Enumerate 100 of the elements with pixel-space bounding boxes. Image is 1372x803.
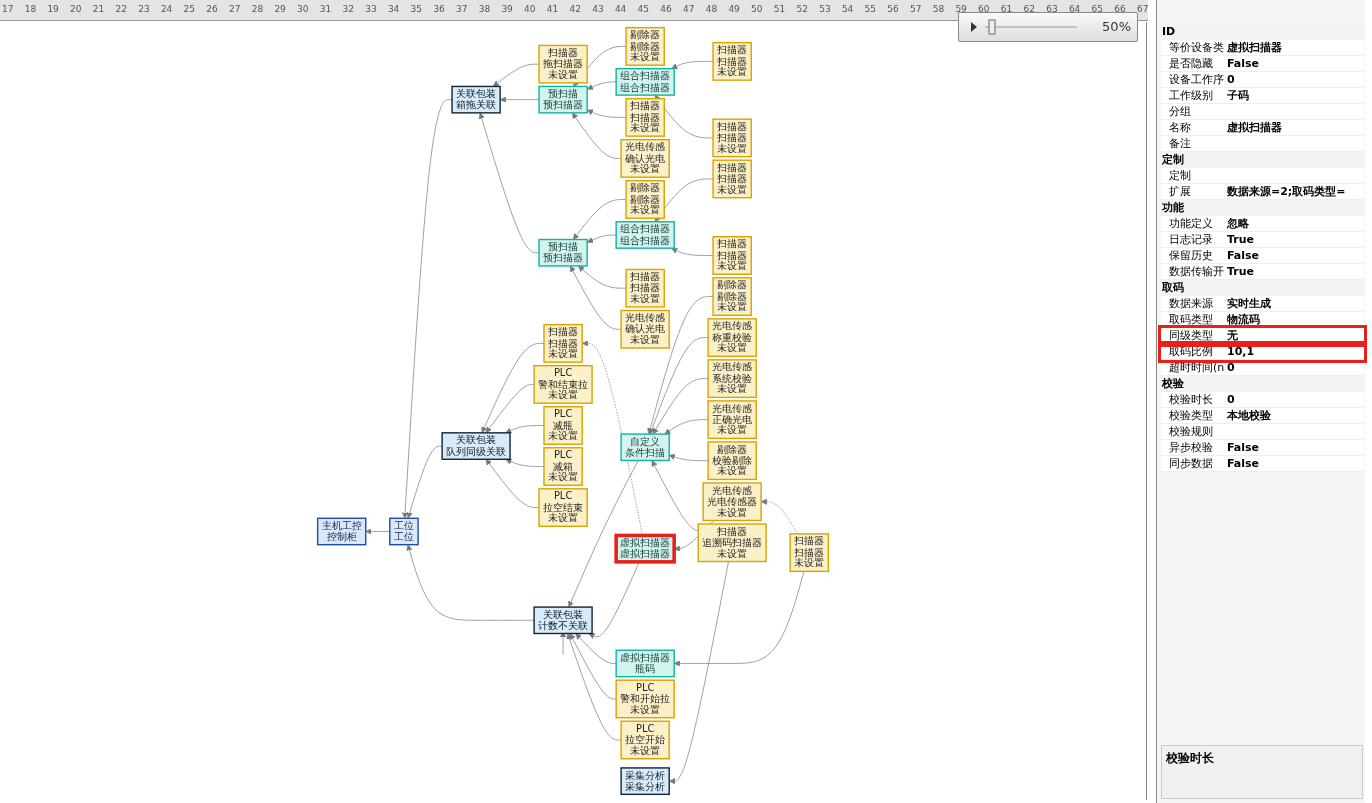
ruler-number: 19 [47,4,59,14]
node-box: 扫描器 扫描器 未设置 [789,533,830,573]
node-box: 光电传感 确认光电 未设置 [620,309,670,349]
property-name: 名称 [1161,119,1226,136]
ruler-number: 18 [24,4,37,14]
node-box: PLC 减瓶 未设置 [543,406,583,445]
property-name: 功能定义 [1161,215,1226,232]
node-box: PLC 警和开始拉 未设置 [615,679,675,719]
property-name: 异步校验 [1161,439,1226,456]
ruler-number: 51 [773,4,786,14]
property-name: 校验类型 [1161,407,1226,424]
ruler-number: 35 [410,4,423,14]
node-box: 组合扫描器 组合扫描器 [615,221,675,249]
ruler-number: 33 [365,4,377,14]
property-value: 物流码 [1226,311,1364,328]
property-value: False [1226,455,1364,472]
property-value: 虚拟扫描器 [1226,39,1364,56]
ruler-number: 17 [2,4,14,14]
node-box: PLC 拉空结束 未设置 [538,488,588,527]
property-name: 等价设备类 [1161,39,1226,56]
node-box: 自定义 条件扫描 [620,433,670,462]
ruler-number: 28 [251,4,264,14]
node-box: 关联包装 箱拖关联 [451,85,501,114]
property-value: 0 [1226,359,1364,376]
node-box: 扫描器 扫描器 未设置 [625,97,665,137]
property-value: False [1226,55,1364,72]
node-box: 采集分析 采集分析 [620,767,670,796]
ruler-number: 53 [819,4,831,14]
property-value: True [1226,263,1364,280]
ruler-number: 63 [1046,4,1058,14]
node-box: 剔除器 剔除器 未设置 [712,277,752,316]
property-value: 忽略 [1226,215,1364,232]
ruler-number: 40 [524,4,536,14]
property-name: 校验时长 [1161,391,1226,408]
zoom-percent: 50% [1102,19,1131,34]
ruler-number: 44 [614,4,627,14]
property-value: 本地校验 [1226,407,1364,424]
property-name: 数据来源 [1161,295,1226,312]
node-box: 扫描器 拖扫描器 未设置 [538,44,588,84]
node-box: 预扫描 预扫描器 [538,238,588,267]
ruler-number: 27 [229,4,241,14]
ruler-number: 31 [319,4,332,14]
property-name: 保留历史 [1161,247,1226,264]
ruler-number: 41 [546,4,559,14]
node-box: PLC 警和结束拉 未设置 [533,364,593,404]
property-value: 0 [1226,391,1364,408]
ruler-number: 58 [932,4,945,14]
ruler-number: 45 [637,4,650,14]
property-name: 分组 [1161,103,1226,120]
property-value: 虚拟扫描器 [1226,119,1364,136]
ruler-number: 64 [1068,4,1081,14]
ruler-number: 21 [92,4,105,14]
ruler-number: 26 [206,4,218,14]
ruler-number: 39 [501,4,513,14]
ruler-number: 22 [115,4,127,14]
node-box: 光电传感 系统校验 未设置 [707,359,757,399]
node-box: 光电传感 正确光电 未设置 [707,400,757,440]
ruler-number: 47 [683,4,695,14]
ruler-number: 54 [841,4,854,14]
property-value: 数据来源=2;取码类型= [1226,183,1364,200]
ruler-number: 25 [183,4,196,14]
property-name: 校验规则 [1161,423,1226,440]
ruler-number: 67 [1137,4,1148,14]
node-box: 光电传感 称重校验 未设置 [707,318,757,358]
node-box: 扫描器 追溯码扫描器 未设置 [697,523,767,563]
node-box: 组合扫描器 组合扫描器 [615,68,675,96]
ruler-number: 24 [160,4,173,14]
ruler-number: 23 [138,4,150,14]
node-box: 光电传感 光电传感器 未设置 [702,482,762,522]
ruler-number: 61 [1000,4,1013,14]
node-box: 虚拟扫描器 瓶码 [615,649,675,678]
ruler-number: 30 [297,4,309,14]
node-box: 剔除器 校验剔除 未设置 [707,441,757,481]
property-name: 是否隐藏 [1161,55,1226,72]
node-box: PLC 拉空开始 未设置 [620,720,670,760]
property-value: False [1226,439,1364,456]
ruler-number: 48 [705,4,718,14]
node-box: 剔除器 剔除器 未设置 [625,26,665,66]
ruler-number: 52 [796,4,808,14]
ruler-number: 56 [887,4,899,14]
description-title: 校验时长 [1166,750,1214,767]
node-box: 扫描器 扫描器 未设置 [712,118,752,158]
property-name: 设备工作序 [1161,71,1226,88]
node-box: 关联包装 计数不关联 [533,606,593,635]
section-header: ID [1161,24,1364,40]
ruler-number: 57 [910,4,922,14]
node-box: 剔除器 剔除器 未设置 [625,180,665,219]
property-value: 子码 [1226,87,1364,104]
node-box: 主机工控 控制柜 [316,517,367,546]
node-box: 预扫描 预扫描器 [538,85,588,114]
ruler-number: 62 [1023,4,1035,14]
ruler-number: 32 [342,4,354,14]
node-box: 扫描器 扫描器 未设置 [543,323,583,363]
property-name: 同步数据 [1161,455,1226,472]
ruler-number: 49 [728,4,740,14]
ruler-number: 37 [456,4,468,14]
property-value: False [1226,247,1364,264]
node-box: 扫描器 扫描器 未设置 [625,268,665,308]
property-value: True [1226,231,1364,248]
ruler-number: 66 [1114,4,1126,14]
